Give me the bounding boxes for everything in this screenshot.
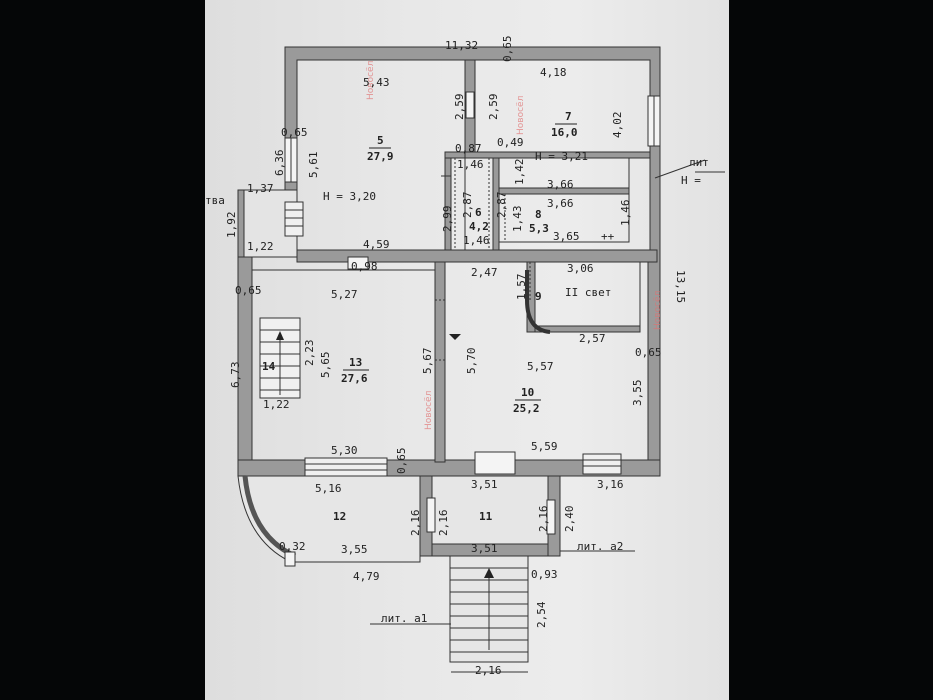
lit-a1-label: лит. а1 [381,612,427,625]
second-light-label: II свет [565,286,611,299]
dim-label: 3,16 [597,478,624,491]
dim-label: 5,43 [363,76,390,89]
room-8-area: 5,3 [529,222,549,235]
dim-label: 3,55 [341,543,368,556]
room-10-number: 10 [521,386,534,399]
dim-label: 0,65 [281,126,308,139]
dim-label: 1,46 [463,234,490,247]
room-7-area: 16,0 [551,126,578,139]
dim-label: 0,65 [235,284,262,297]
dim-label: 1,37 [247,182,274,195]
room-10-area: 25,2 [513,402,540,415]
dim-label: 5,70 [465,348,478,375]
dim-label: 4,02 [611,112,624,139]
dim-label: 4,79 [353,570,380,583]
watermark: Новосёл [366,61,376,100]
dim-label: 6,36 [273,150,286,177]
room-6-area: 4,2 [469,220,489,233]
watermark: Новосёл [653,291,663,330]
watermarks: Новосёл Новосёл Новосёл Новосёл [366,61,663,430]
room-8-number: 8 [535,208,542,221]
dim-label: 1,46 [457,158,484,171]
dim-label: 5,30 [331,444,358,457]
dim-label: 1,46 [619,200,632,227]
dim-label: 2,57 [579,332,606,345]
room-6-number: 6 [475,206,482,219]
dim-label: 3,66 [547,178,574,191]
dim-label: 0,65 [501,36,514,63]
dim-label: 1,22 [263,398,290,411]
dim-label: 5,57 [527,360,554,373]
dim-label: 13,15 [674,270,687,303]
dim-label: 5,65 [319,352,332,379]
room-12-number: 12 [333,510,346,523]
dim-label: 0,93 [531,568,558,581]
dim-label: 5,67 [421,348,434,375]
dim-label: 3,51 [471,478,498,491]
dim-label: 2,47 [471,266,498,279]
room-5-area: 27,9 [367,150,394,163]
lit-a2-label: лит. а2 [577,540,623,553]
watermark: Новосёл [424,391,434,430]
dim-label: 2,16 [409,510,422,537]
floor-plan-drawing: Новосёл Новосёл Новосёл Новосёл 11,32 0,… [205,36,725,677]
dim-label: 3,55 [631,380,644,407]
room-13-number: 13 [349,356,362,369]
dim-label: 2,99 [441,206,454,233]
dim-label: 2,16 [437,510,450,537]
dim-label: 5,27 [331,288,358,301]
floor-plan-paper: Новосёл Новосёл Новосёл Новосёл 11,32 0,… [205,0,729,700]
dim-label: 3,51 [471,542,498,555]
room-9-number: 9 [535,290,542,303]
dim-label: 5,61 [307,152,320,179]
dim-label: 2,16 [475,664,502,677]
room-13-area: 27,6 [341,372,368,385]
height-label-right: H = [681,174,701,187]
dim-label: 4,18 [540,66,567,79]
dim-label: 4,59 [363,238,390,251]
dim-label: 2,54 [535,601,548,628]
lit-label: лит [689,156,709,169]
watermark: Новосёл [516,96,526,135]
dim-label: 2,87 [461,192,474,219]
dim-label: 1,42 [513,159,526,186]
dim-label: 2,59 [453,94,466,121]
room-11-number: 11 [479,510,493,523]
dim-label: 1,57 [515,274,528,301]
dim-label: 0,32 [279,540,306,553]
dim-label: 1,92 [225,212,238,239]
dim-label: 3,66 [547,197,574,210]
dim-label: 0,65 [635,346,662,359]
dim-label: 2,23 [303,340,316,367]
dim-label: 0,87 [455,142,482,155]
dim-label: 2,87 [495,192,508,219]
room-7-number: 7 [565,110,572,123]
dim-label: 3,65 [553,230,580,243]
room-14-number: 14 [262,360,276,373]
dim-label: 1,43 [511,206,524,233]
dim-label: 2,16 [537,506,550,533]
dim-label: 0,65 [395,448,408,475]
plus-label: ++ [601,230,615,243]
dim-label: 6,73 [229,362,242,389]
dim-label: 11,32 [445,39,478,52]
height-label-room5: H = 3,20 [323,190,376,203]
room-5-number: 5 [377,134,384,147]
dim-label: 0,98 [351,260,378,273]
dim-label: 2,40 [563,506,576,533]
dim-label: 5,16 [315,482,342,495]
height-label-room7: H = 3,21 [535,150,588,163]
dim-label: 5,59 [531,440,558,453]
dim-label: 3,06 [567,262,594,275]
dim-label: 2,59 [487,94,500,121]
dim-label: 1,22 [247,240,274,253]
left-edge-label: тва [205,194,225,207]
dim-label: 0,49 [497,136,524,149]
